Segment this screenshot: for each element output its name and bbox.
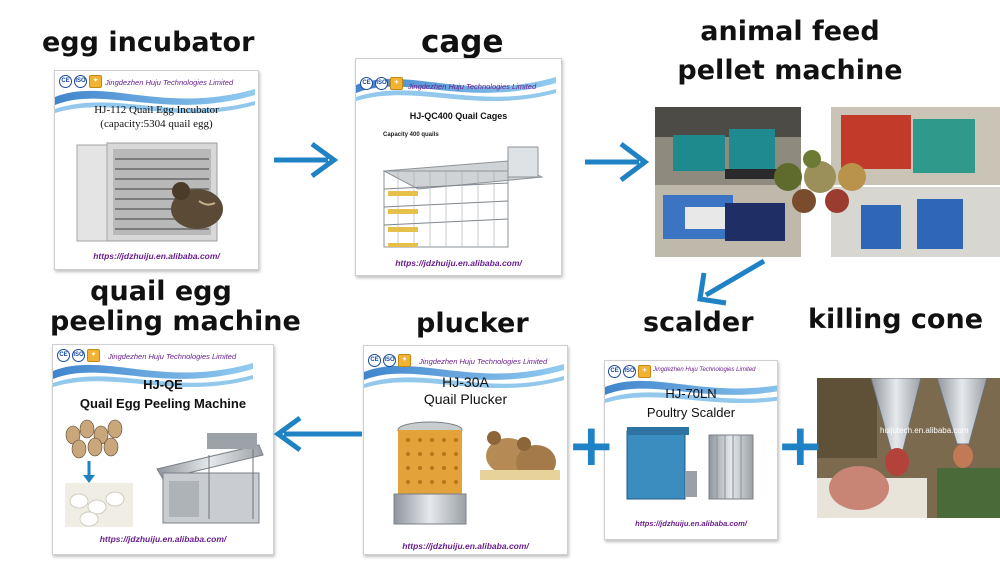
ce-logo: CE [608, 365, 621, 378]
brand-logo-icon: ✦ [638, 365, 651, 378]
brand-logo-icon: ✦ [87, 349, 100, 362]
company-name: Jingdezhen Huju Technologies Limited [419, 357, 548, 366]
cage-caption: Capacity 400 quails [383, 132, 439, 138]
label-plucker: plucker [416, 308, 529, 339]
photo-watermark: huijutech.en.alibaba.com [880, 426, 969, 435]
plucker-title-line2: Quail Plucker [423, 391, 508, 407]
iso-logo: ISO [623, 365, 636, 378]
cage-image [382, 146, 544, 248]
card-url: https://jdzhuiju.en.alibaba.com/ [635, 519, 747, 528]
label-peeling-line1: quail egg [90, 276, 232, 307]
card-url: https://jdzhuiju.en.alibaba.com/ [402, 541, 529, 551]
iso-logo: ISO [72, 349, 85, 362]
ce-logo: CE [360, 77, 373, 90]
peeler-title-line2: Quail Egg Peeling Machine [79, 396, 247, 411]
arrow-right-icon [274, 141, 339, 179]
plucker-image [393, 421, 560, 525]
company-name: Jingdezhen Huju Technologies Limited [108, 352, 237, 361]
ce-logo: CE [368, 354, 381, 367]
incubator-image [76, 142, 223, 242]
plucker-title-line1: HJ-30A [442, 374, 489, 390]
ce-logo: CE [59, 75, 72, 88]
feed-machine-images [655, 107, 1000, 257]
killing-cone-photo: huijutech.en.alibaba.com [817, 378, 1000, 518]
peeler-title-line1: HJ-QE [143, 377, 183, 392]
label-egg-incubator: egg incubator [42, 27, 255, 58]
brand-logo-icon: ✦ [390, 77, 403, 90]
label-feed-line2: pellet machine [677, 55, 903, 86]
company-name: Jingdezhen Huju Technologies Limited [105, 78, 234, 87]
card-url: https://jdzhuiju.en.alibaba.com/ [99, 534, 227, 544]
label-cage: cage [421, 24, 504, 60]
plus-icon: + [776, 411, 825, 479]
iso-logo: ISO [383, 354, 396, 367]
incubator-title-line2: (capacity:5304 quail egg) [100, 118, 213, 130]
label-peeling-line2: peeling machine [50, 306, 301, 337]
arrow-down-left-icon [697, 258, 766, 306]
label-scalder: scalder [643, 307, 754, 338]
card-url: https://jdzhuiju.en.alibaba.com/ [395, 258, 522, 268]
label-killing-cone: killing cone [808, 304, 984, 335]
arrow-right-icon [585, 142, 650, 182]
company-name: Jingdezhen Huju Technologies Limited [408, 82, 537, 91]
iso-logo: ISO [74, 75, 87, 88]
incubator-title-line1: HJ-112 Quail Egg Incubator [94, 104, 219, 116]
ce-logo: CE [57, 349, 70, 362]
company-name: Jingdezhen Huju Technologies Limited [653, 367, 756, 373]
brand-logo-icon: ✦ [89, 75, 102, 88]
peeler-image [65, 419, 264, 527]
label-feed-line1: animal feed [700, 16, 880, 47]
arrow-left-icon [273, 415, 362, 453]
scalder-title-line2: Poultry Scalder [646, 405, 736, 420]
scalder-image [626, 427, 754, 500]
iso-logo: ISO [375, 77, 388, 90]
plus-icon: + [567, 411, 616, 479]
card-url: https://jdzhuiju.en.alibaba.com/ [93, 251, 220, 261]
brand-logo-icon: ✦ [398, 354, 411, 367]
cage-title: HJ-QC400 Quail Cages [409, 111, 508, 121]
scalder-title-line1: HJ-70LN [665, 386, 717, 401]
